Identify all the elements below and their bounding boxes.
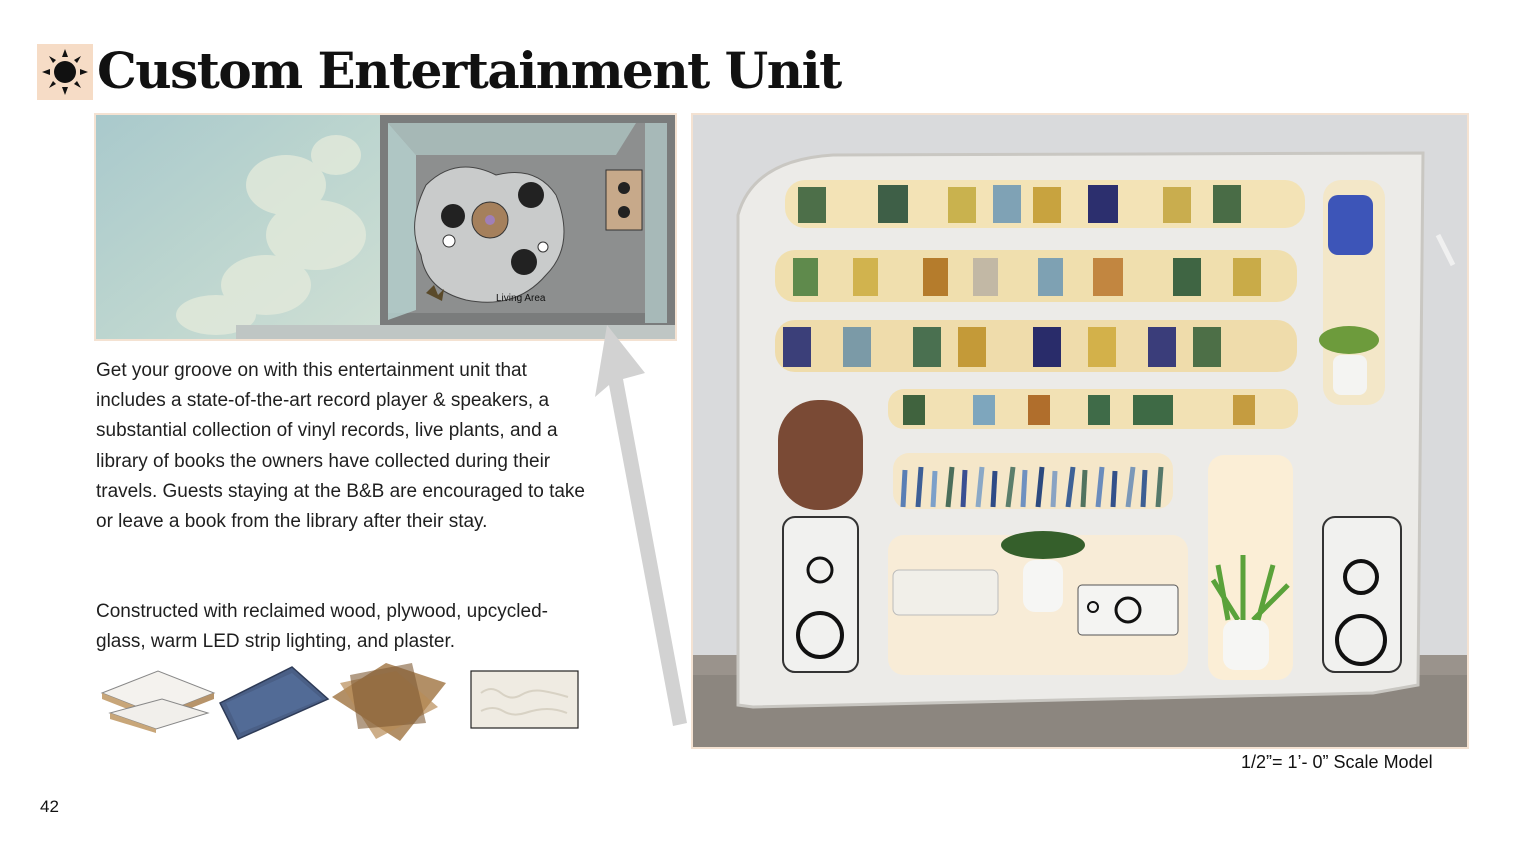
scale-model-photo (691, 113, 1469, 749)
construction-paragraph: Constructed with reclaimed wood, plywood… (96, 601, 548, 653)
scale-caption: 1/2”= 1’- 0” Scale Model (1241, 752, 1433, 772)
arrow-up-icon (595, 325, 687, 726)
description-paragraph: Get your groove on with this entertainme… (96, 360, 585, 533)
amber-glass-swatch (332, 663, 446, 741)
floor-plan-image: Living Area (94, 113, 677, 341)
page-title: Custom Entertainment Unit (97, 41, 842, 100)
sun-icon (42, 49, 88, 95)
plaster-swatch (470, 670, 579, 729)
blue-glass-swatch (218, 666, 330, 740)
room-label: Living Area (496, 293, 546, 304)
material-swatches (96, 663, 586, 747)
title-badge (37, 44, 93, 100)
page-number: 42 (40, 797, 59, 816)
plywood-swatch (100, 670, 216, 733)
